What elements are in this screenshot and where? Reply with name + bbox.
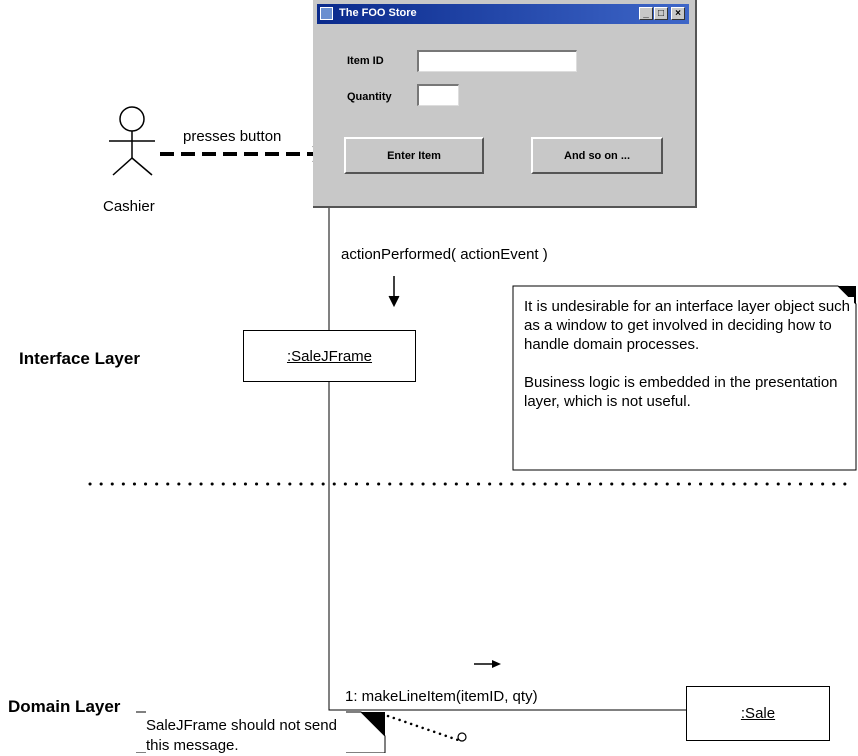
- quantity-input[interactable]: [417, 84, 459, 106]
- cashier-actor-icon: [109, 106, 155, 176]
- presses-button-label: presses button: [183, 128, 282, 145]
- item-id-input[interactable]: [417, 50, 577, 72]
- close-icon[interactable]: ×: [671, 7, 685, 20]
- window-title-bar: The FOO Store _ □ ×: [317, 4, 689, 24]
- sale-label: :Sale: [740, 705, 776, 722]
- item-id-label: Item ID: [347, 55, 384, 67]
- note-anchor-line: [386, 714, 460, 742]
- enter-item-button[interactable]: Enter Item: [344, 137, 484, 174]
- interface-note-text-2: Business logic is embedded in the presen…: [524, 374, 838, 410]
- app-icon: [320, 7, 333, 20]
- minimize-icon[interactable]: _: [639, 7, 653, 20]
- make-line-item-message: 1: makeLineItem(itemID, qty): [345, 688, 538, 705]
- window-title: The FOO Store: [339, 7, 417, 19]
- foo-store-window: The FOO Store _ □ × Item ID Quantity Ent…: [313, 0, 697, 208]
- salejframe-label: :SaleJFrame: [286, 347, 373, 365]
- actor-name: Cashier: [103, 198, 155, 215]
- domain-note: SaleJFrame should not send this message.: [146, 711, 346, 756]
- interface-note-text-1: It is undesirable for an interface layer…: [524, 298, 851, 353]
- salejframe-object: :SaleJFrame: [243, 330, 416, 382]
- interface-note: It is undesirable for an interface layer…: [524, 297, 854, 411]
- action-performed-message: actionPerformed( actionEvent ): [341, 246, 548, 263]
- note-anchor-circle: [457, 732, 467, 742]
- and-so-on-button[interactable]: And so on ...: [531, 137, 663, 174]
- maximize-icon[interactable]: □: [654, 7, 668, 20]
- interface-layer-label: Interface Layer: [19, 349, 140, 368]
- interface-note-border: [512, 285, 857, 471]
- domain-layer-label: Domain Layer: [8, 697, 121, 716]
- salejframe-to-sale-link: [328, 380, 686, 711]
- sale-object: :Sale: [686, 686, 830, 741]
- domain-note-text: SaleJFrame should not send this message.: [146, 717, 337, 754]
- quantity-label: Quantity: [347, 91, 392, 103]
